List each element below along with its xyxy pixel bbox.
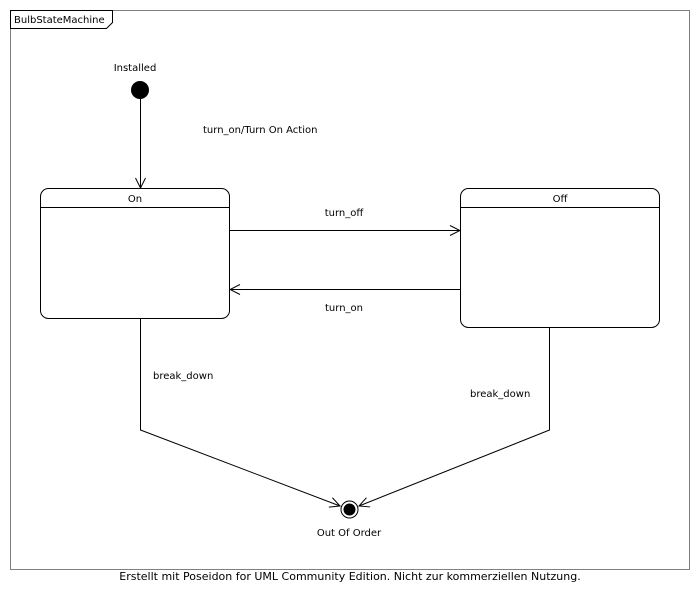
final-state [340,500,359,519]
transition-on-to-final [140,319,341,506]
state-off: Off [460,188,660,328]
initial-state-label: Installed [114,63,157,74]
state-on-name: On [128,194,142,205]
transition-label-on-to-final: break_down [153,371,213,382]
transition-label-off-to-on: turn_on [325,303,363,314]
final-state-label: Out Of Order [317,528,382,539]
footer-note: Erstellt mit Poseidon for UML Community … [119,570,581,583]
state-on-box [40,188,230,319]
transition-label-on-to-off: turn_off [325,208,365,219]
transition-off-to-final [359,328,550,506]
frame-title-tab [10,10,113,29]
state-off-name: Off [553,194,569,205]
transition-label-off-to-final: break_down [470,389,530,400]
frame-title: BulbStateMachine [14,15,105,26]
final-state-dot [343,503,356,516]
state-on: On [40,188,230,319]
transition-label-initial-to-on: turn_on/Turn On Action [203,125,317,136]
initial-state [131,81,149,99]
diagram-frame [10,10,690,570]
state-off-box [460,188,660,328]
